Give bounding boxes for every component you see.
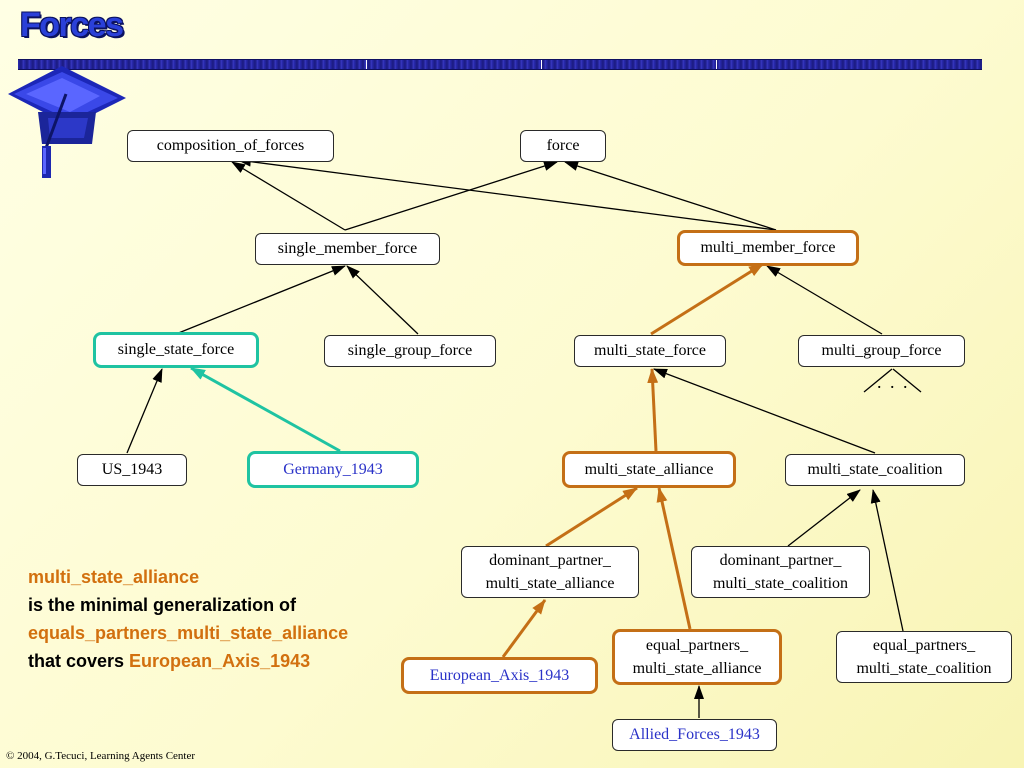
node-label-line: equal_partners_ [872, 636, 976, 654]
node-multi-member-force: multi_member_force [677, 230, 859, 266]
edge-msa-to-msf [647, 368, 659, 452]
node-single-member-force: single_member_force [255, 233, 440, 265]
node-label-line: dominant_partner_ [489, 551, 611, 569]
node-multi-state-force: multi_state_force [574, 335, 726, 367]
edge-euaxis-to-dpmsa [501, 599, 547, 658]
node-germany-1943: Germany_1943 [247, 451, 419, 488]
node-label-line: dominant_partner_ [719, 551, 842, 569]
node-multi-state-coalition: multi_state_coalition [785, 454, 965, 486]
edge-dpmsa-to-msa [545, 486, 638, 548]
node-equal-partners-multi-state-coalition: equal_partners_ multi_state_coalition [836, 631, 1012, 683]
edge-us-to-ssf [126, 368, 163, 454]
node-force: force [520, 130, 606, 162]
edge-smf-to-force [344, 161, 558, 231]
copyright-footer: © 2004, G.Tecuci, Learning Agents Center [6, 750, 196, 762]
node-us-1943: US_1943 [77, 454, 187, 486]
caption-line-concept: multi_state_alliance [28, 567, 200, 587]
explanation-caption: multi_state_alliance is the minimal gene… [28, 563, 348, 675]
node-label-line: equal_partners_ [645, 636, 749, 654]
node-label-line: multi_state_coalition [712, 575, 849, 592]
node-label-line: multi_state_alliance [485, 575, 615, 592]
node-european-axis-1943: European_Axis_1943 [401, 657, 598, 694]
edge-epmsa-to-msa [656, 487, 692, 630]
title-underline-bar [18, 59, 982, 70]
caption-covers-prefix: that covers [28, 651, 130, 671]
edge-mmf-to-force [564, 161, 777, 231]
slide-title: Forces [20, 6, 124, 44]
edge-dpmsc-to-msc [787, 489, 861, 547]
node-dominant-partner-multi-state-alliance: dominant_partner_ multi_state_alliance [461, 546, 639, 598]
node-composition-of-forces: composition_of_forces [127, 130, 334, 162]
node-single-group-force: single_group_force [324, 335, 496, 367]
node-multi-state-alliance: multi_state_alliance [562, 451, 736, 488]
edge-mmf-to-composition [237, 156, 777, 231]
edge-ssf-to-smf [175, 265, 346, 335]
node-multi-group-force: multi_group_force [798, 335, 965, 367]
node-equal-partners-multi-state-alliance: equal_partners_ multi_state_alliance [612, 629, 782, 685]
edge-msc-to-msf [653, 368, 876, 454]
caption-line-specialization: equals_partners_multi_state_alliance [28, 623, 349, 643]
caption-line-relation: is the minimal generalization of [28, 595, 297, 615]
edge-ellipsis-left [863, 368, 893, 393]
caption-line-covers: that covers European_Axis_1943 [28, 647, 348, 675]
more-subclasses-ellipsis: . . . [877, 372, 910, 392]
graduation-cap-icon [8, 66, 126, 178]
edge-epmsc-to-msc [870, 489, 904, 632]
node-label-line: multi_state_alliance [632, 660, 762, 677]
edge-mgf-to-mmf [766, 265, 883, 335]
edge-sgf-to-smf [346, 265, 419, 335]
node-allied-forces-1943: Allied_Forces_1943 [612, 719, 777, 751]
edge-smf-to-composition [231, 161, 346, 231]
caption-covers-instance: European_Axis_1943 [129, 651, 311, 671]
edge-ellipsis-right [892, 368, 922, 393]
node-dominant-partner-multi-state-coalition: dominant_partner_ multi_state_coalition [691, 546, 870, 598]
edge-msf-to-mmf [650, 262, 764, 336]
node-label-line: multi_state_coalition [856, 660, 992, 677]
node-single-state-force: single_state_force [93, 332, 259, 368]
edge-germany-to-ssf [190, 366, 341, 453]
